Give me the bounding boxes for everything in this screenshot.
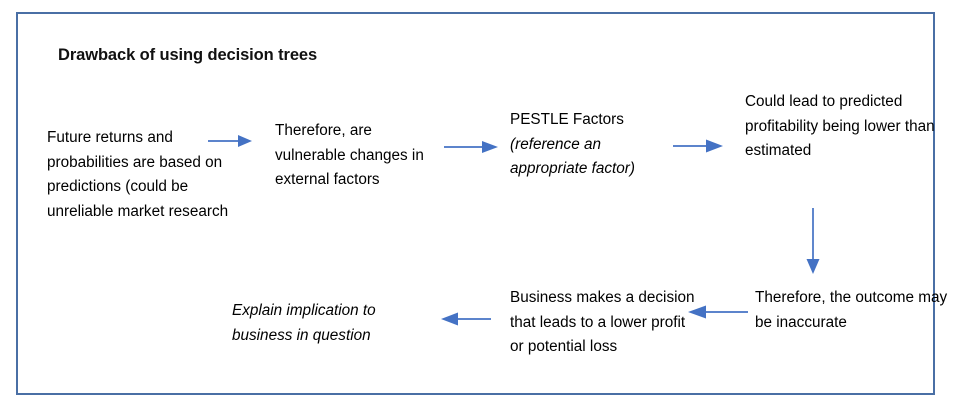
explain-implication-node: Explain implication to business in quest… bbox=[232, 302, 376, 344]
pestle-reference-label: (reference an appropriate factor) bbox=[510, 135, 635, 178]
pestle-factors-node: PESTLE Factors (reference an appropriate … bbox=[510, 108, 675, 182]
arrow-down-1-icon bbox=[804, 208, 822, 274]
page-title: Drawback of using decision trees bbox=[58, 46, 318, 64]
arrow-left-2-icon bbox=[439, 310, 491, 328]
arrow-left-1-icon bbox=[686, 303, 748, 321]
outcome-inaccurate-node: Therefore, the outcome may be inaccurate bbox=[755, 289, 948, 331]
arrow-right-1-icon bbox=[208, 132, 252, 150]
predicted-profitability-node: Could lead to predicted profitability be… bbox=[745, 93, 935, 159]
pestle-factors-label: PESTLE Factors bbox=[510, 111, 624, 128]
arrow-right-3-icon bbox=[673, 137, 723, 155]
vulnerable-changes-node: Therefore, are vulnerable changes in ext… bbox=[275, 122, 424, 188]
arrow-right-2-icon bbox=[444, 138, 498, 156]
diagram-frame: Drawback of using decision trees Future … bbox=[16, 12, 947, 395]
future-returns-node: Future returns and probabilities are bas… bbox=[47, 129, 229, 220]
business-decision-node: Business makes a decision that leads to … bbox=[510, 289, 695, 355]
